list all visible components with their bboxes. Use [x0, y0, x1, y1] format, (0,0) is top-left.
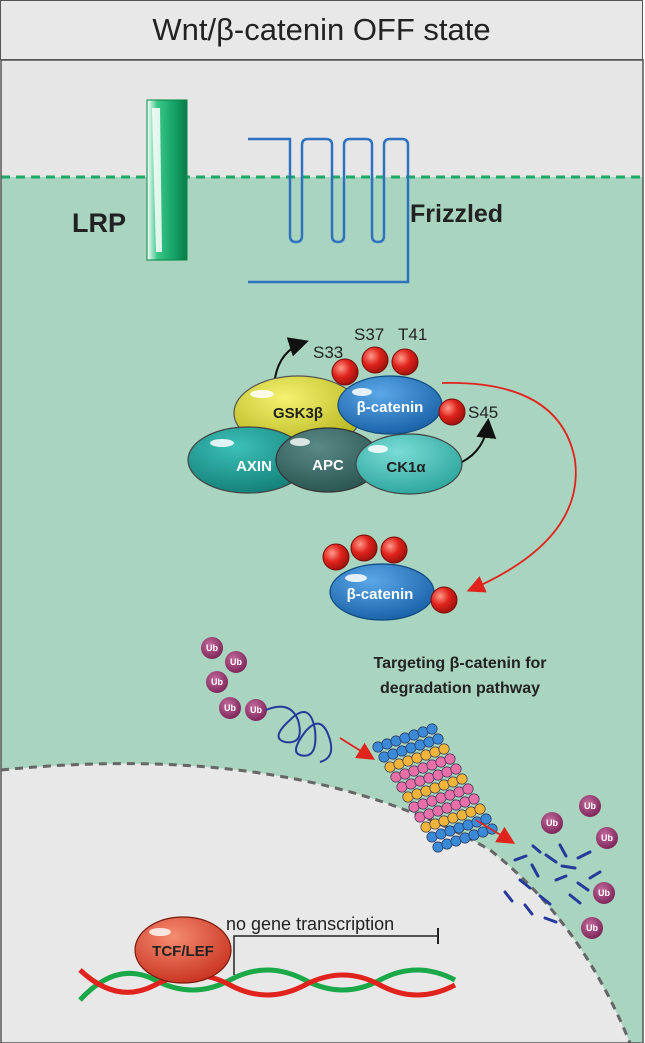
ubiquitin-label: Ub [546, 818, 558, 828]
phosphate-s45 [438, 398, 466, 426]
proteasome-subunit [432, 733, 444, 745]
release-arrow [441, 382, 577, 593]
ubiquitin-label: Ub [206, 643, 218, 653]
apc-label: APC [312, 457, 344, 474]
dna-helix [78, 967, 457, 1002]
phosphorylated-beta-catenin [322, 534, 458, 621]
frame [0, 59, 644, 1043]
degradation-label-line1: Targeting β-catenin for [373, 655, 546, 672]
site-t41-label: T41 [398, 325, 427, 344]
phosphate [322, 543, 350, 571]
phosphate [430, 586, 458, 614]
phosphate-groups [331, 346, 466, 426]
gsk3b-phosphorylation-arrow [274, 337, 309, 379]
beta-catenin-label: β-catenin [357, 399, 424, 416]
phosphate [350, 534, 378, 562]
proteasome-subunit [426, 723, 438, 735]
proteasome-subunit [438, 743, 450, 755]
unfolded-beta-catenin [265, 705, 333, 763]
ck1a-phosphorylation-arrow [461, 418, 497, 463]
proteasome [372, 723, 498, 853]
phosphate-t41 [391, 348, 419, 376]
page-title: Wnt/β-catenin OFF state [152, 12, 491, 47]
phosphate-s37 [361, 346, 389, 374]
degradation-label-line2: degradation pathway [380, 680, 540, 697]
proteasome-subunit [444, 753, 456, 765]
free-ubiquitin [541, 795, 618, 939]
phosphate-s33 [331, 358, 359, 386]
tcf-lef-label: TCF/LEF [152, 943, 214, 960]
proteasome-subunit [468, 793, 480, 805]
lrp-label: LRP [72, 208, 126, 238]
frizzled-receptor [248, 137, 410, 284]
proteasome-subunit [450, 763, 462, 775]
ubiquitin-label: Ub [230, 657, 242, 667]
ubiquitin-label: Ub [598, 888, 610, 898]
axin-label: AXIN [236, 458, 272, 475]
no-transcription-label: no gene transcription [226, 914, 394, 934]
phosphate [380, 536, 408, 564]
site-s33-label: S33 [313, 343, 343, 362]
lrp-receptor [146, 99, 188, 261]
ubiquitin-label: Ub [224, 703, 236, 713]
ubiquitin-label: Ub [584, 801, 596, 811]
site-s45-label: S45 [468, 403, 498, 422]
transcription-bracket [233, 935, 438, 975]
proteasome-subunit [462, 783, 474, 795]
extracellular-space [1, 60, 643, 177]
to-proteasome-arrow [339, 737, 376, 760]
title-bar: Wnt/β-catenin OFF state [0, 0, 643, 60]
ubiquitin-chain [201, 637, 267, 721]
peptide-fragments [503, 843, 602, 924]
gsk3b-label: GSK3β [273, 405, 323, 422]
ck1a-label: CK1α [386, 459, 426, 476]
proteasome-subunit [474, 803, 486, 815]
proteasome-subunit [456, 773, 468, 785]
ubiquitin-label: Ub [586, 923, 598, 933]
phospho-beta-catenin-label: β-catenin [347, 586, 414, 603]
ubiquitin-label: Ub [211, 677, 223, 687]
ubiquitin-label: Ub [250, 705, 262, 715]
destruction-complex: GSK3β β-catenin AXIN APC CK1α [187, 375, 463, 495]
proteasome-subunit [480, 813, 492, 825]
frizzled-label: Frizzled [410, 200, 503, 228]
site-s37-label: S37 [354, 325, 384, 344]
degradation-arrow [475, 819, 516, 844]
ubiquitin-label: Ub [601, 833, 613, 843]
